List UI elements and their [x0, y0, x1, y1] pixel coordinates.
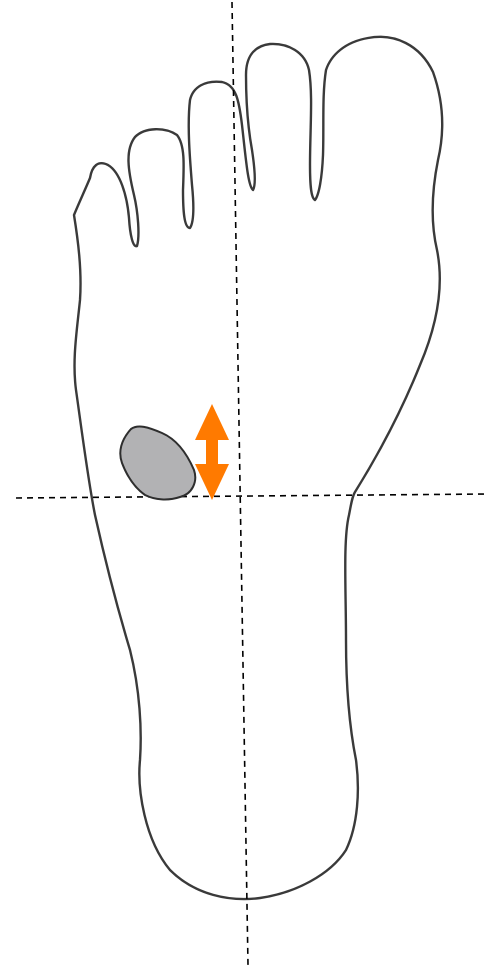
foot-diagram	[0, 0, 490, 967]
